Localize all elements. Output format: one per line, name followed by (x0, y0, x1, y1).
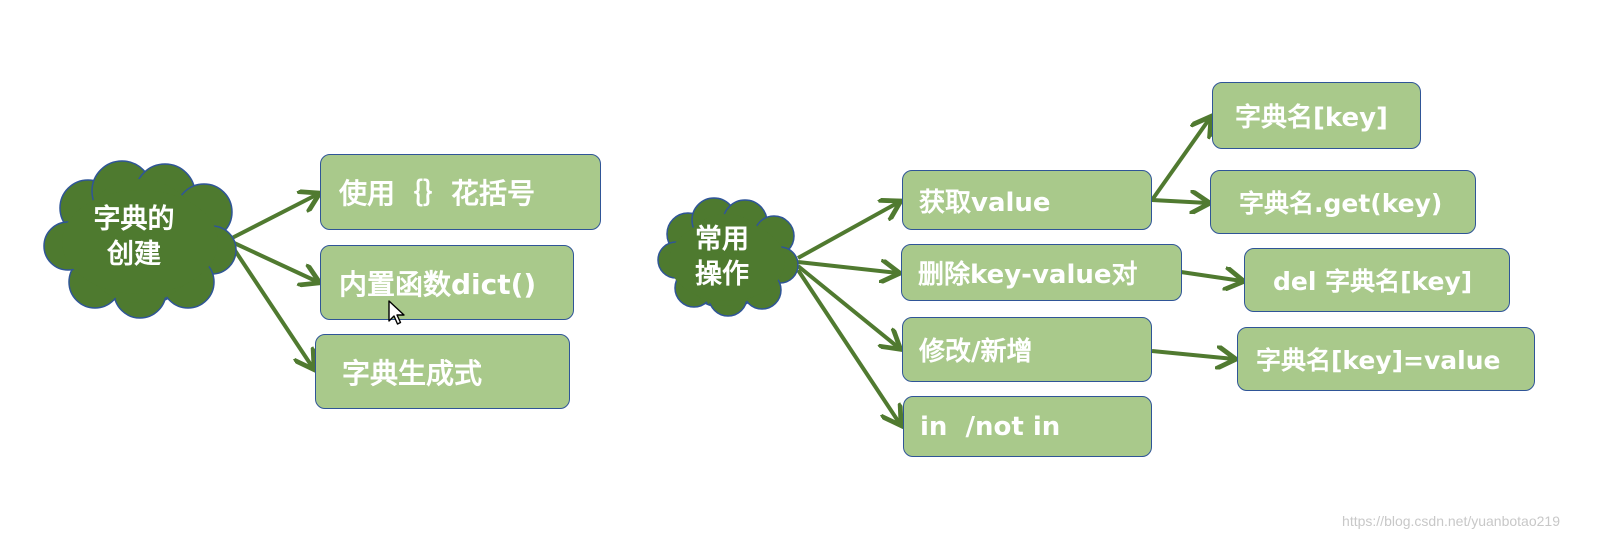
cloud-dict-creation-label: 字典的 创建 (93, 204, 175, 271)
arrow-ops-delete (797, 262, 898, 273)
box-builtin-dict: 内置函数dict() (320, 245, 574, 320)
mouse-pointer-icon (388, 300, 405, 325)
box-modify-add: 修改/新增 (902, 317, 1152, 382)
box-dict-comprehension: 字典生成式 (315, 334, 570, 409)
box-delete-pair: 删除key-value对 (901, 244, 1182, 301)
arrow-creation-dict (231, 240, 318, 282)
arrow-creation-braces (231, 194, 318, 240)
arrow-creation-comprehension (230, 244, 313, 368)
box-in-not-in: in /not in (903, 396, 1152, 457)
arrow-get-bracket (1150, 118, 1210, 202)
box-dict-get-key: 字典名.get(key) (1210, 170, 1476, 234)
box-get-value: 获取value (902, 170, 1152, 230)
box-dict-key-assign: 字典名[key]=value (1237, 327, 1535, 391)
box-dict-bracket-key: 字典名[key] (1212, 82, 1421, 149)
box-del-dict-key: del 字典名[key] (1244, 248, 1510, 312)
arrow-ops-contains (796, 268, 900, 424)
arrow-ops-get (797, 202, 899, 260)
arrow-get-method (1151, 200, 1208, 203)
arrow-ops-modify (796, 264, 899, 348)
cloud-common-ops-label: 常用 操作 (695, 224, 749, 291)
box-use-braces: 使用｛｝花括号 (320, 154, 601, 230)
arrow-delete-del (1180, 272, 1242, 281)
watermark: https://blog.csdn.net/yuanbotao219 (1342, 513, 1560, 529)
arrow-modify-assign (1151, 351, 1234, 359)
